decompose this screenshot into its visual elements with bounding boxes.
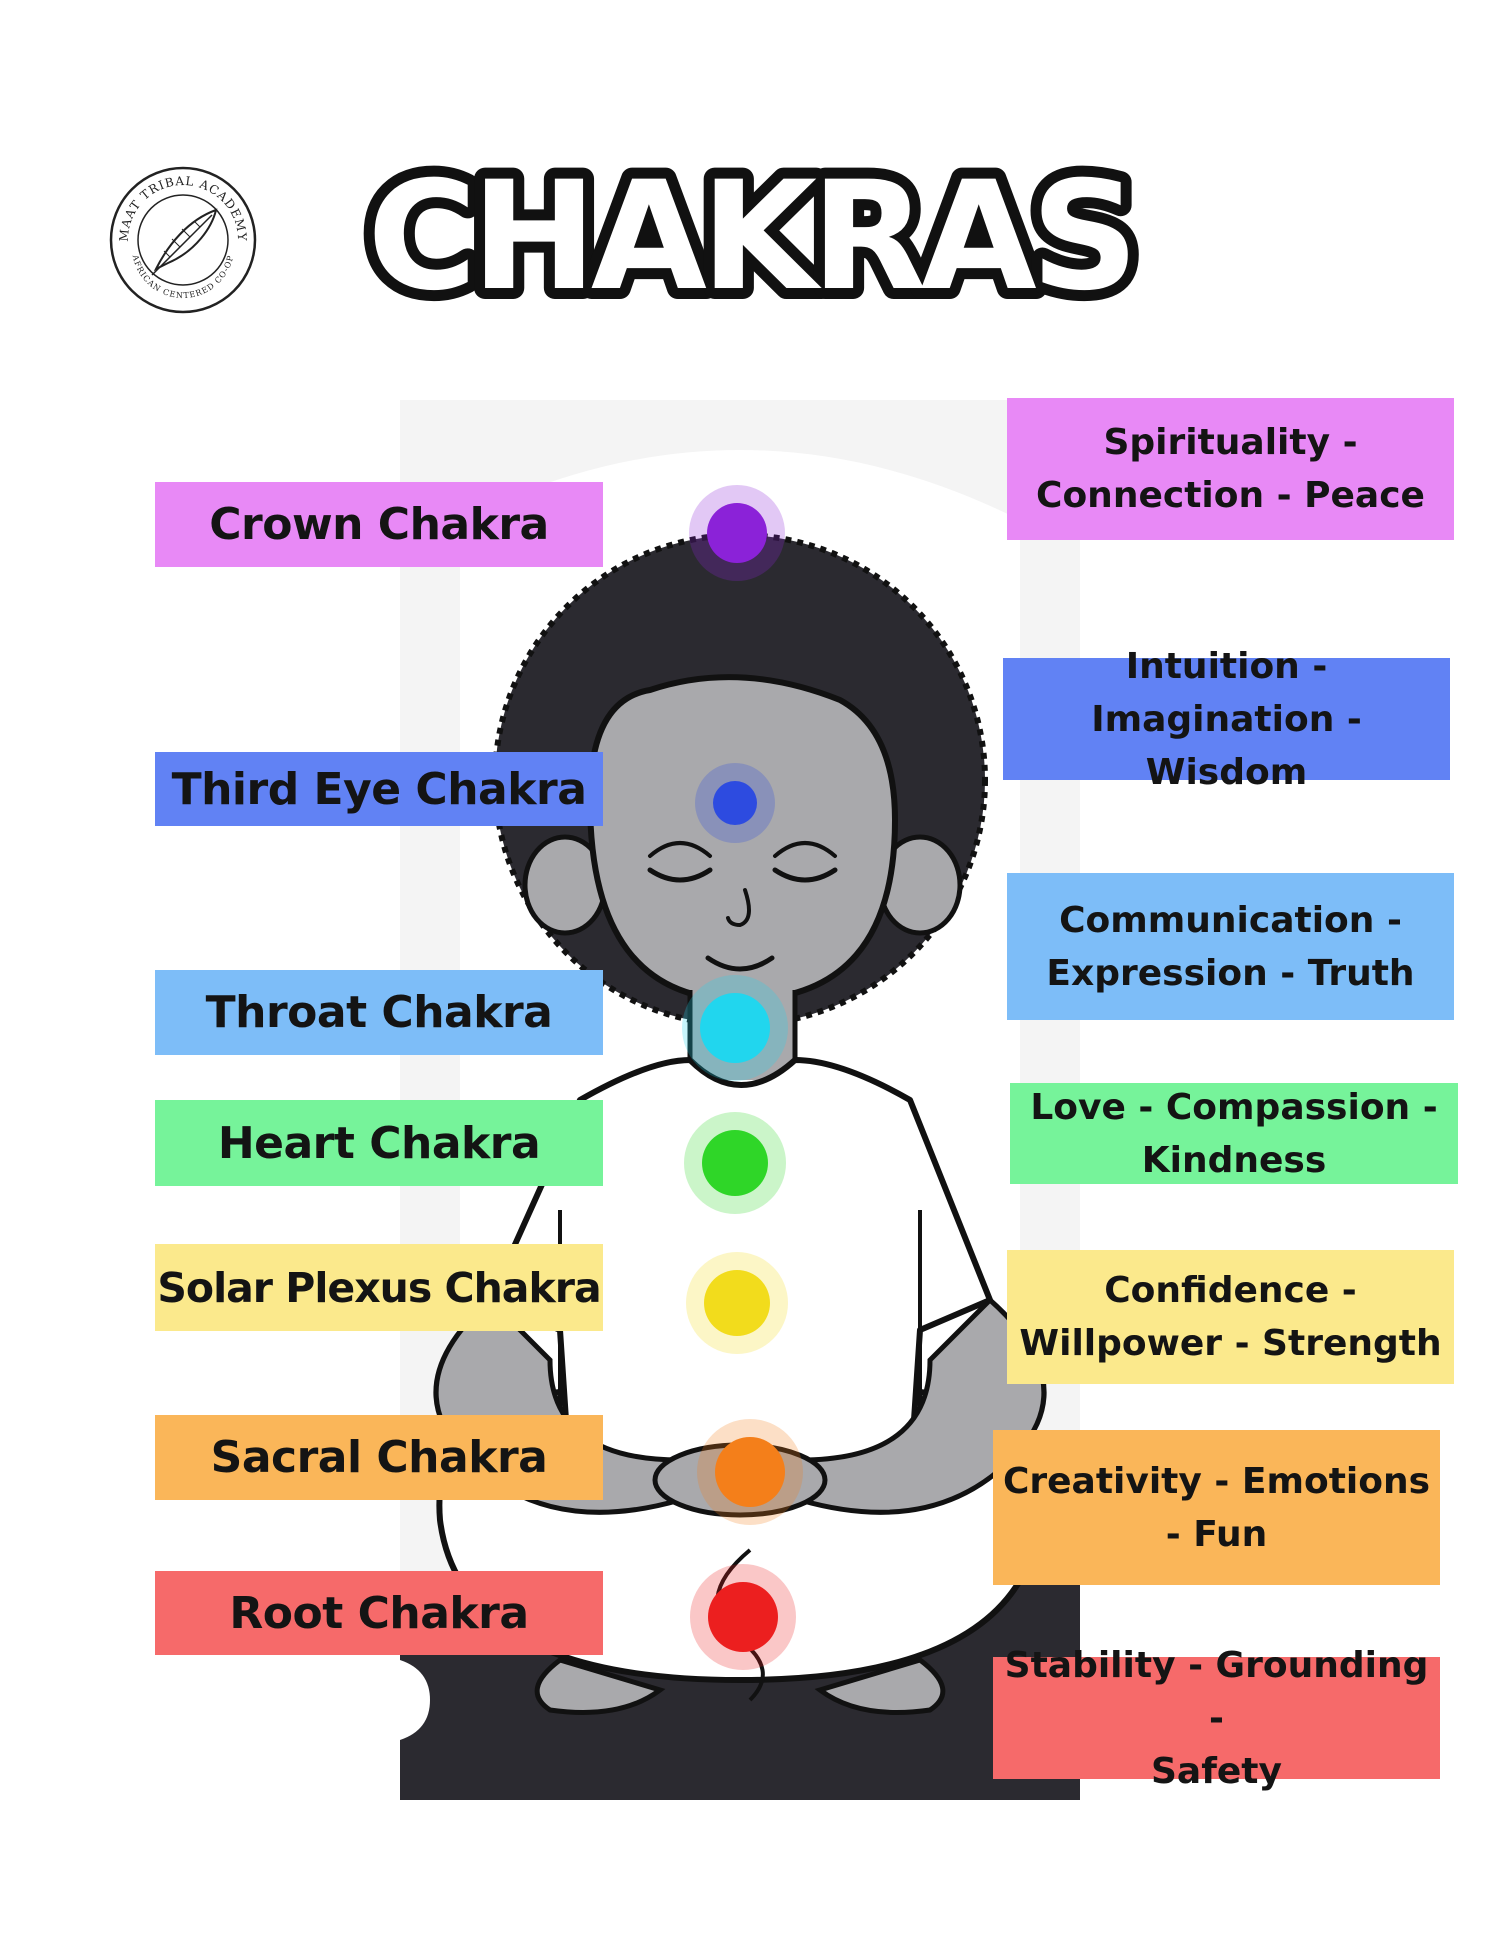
maat-tribal-academy-logo: MAAT TRIBAL ACADEMY AFRICAN CENTERED CO-…: [109, 166, 257, 314]
description-crown-chakra: Spirituality -Connection - Peace: [1007, 398, 1454, 540]
svg-text:CHAKRAS: CHAKRAS: [367, 150, 1133, 323]
label-root-chakra: Root Chakra: [155, 1571, 603, 1655]
chakra-orb-sacral: [697, 1419, 803, 1525]
label-heart-chakra: Heart Chakra: [155, 1100, 603, 1186]
description-root-chakra: Stability - Grounding -Safety: [993, 1645, 1440, 1792]
chakra-orb-solar-plexus: [686, 1252, 788, 1354]
chakra-orb-heart: [684, 1112, 786, 1214]
label-throat-chakra: Throat Chakra: [155, 970, 603, 1055]
page-title: CHAKRAS: [356, 148, 1150, 323]
label-solar-plexus-chakra: Solar Plexus Chakra: [155, 1244, 603, 1331]
description-throat-chakra: Communication -Expression - Truth: [1007, 873, 1454, 1020]
description-solar-plexus-chakra: Confidence -Willpower - Strength: [1007, 1250, 1454, 1384]
feather-icon: [151, 208, 218, 276]
description-heart-chakra: Love - Compassion -Kindness: [1010, 1083, 1458, 1184]
description-sacral-chakra: Creativity - Emotions- Fun: [993, 1430, 1440, 1585]
label-crown-chakra: Crown Chakra: [155, 482, 603, 567]
chakra-orb-crown: [689, 485, 785, 581]
label-third-eye-chakra: Third Eye Chakra: [155, 752, 603, 826]
label-sacral-chakra: Sacral Chakra: [155, 1415, 603, 1500]
description-third-eye-chakra: Intuition - Imagination -Wisdom: [1003, 646, 1450, 793]
chakra-orb-root: [690, 1564, 796, 1670]
chakra-orb-third-eye: [695, 763, 775, 843]
chakra-orb-throat: [682, 975, 788, 1081]
